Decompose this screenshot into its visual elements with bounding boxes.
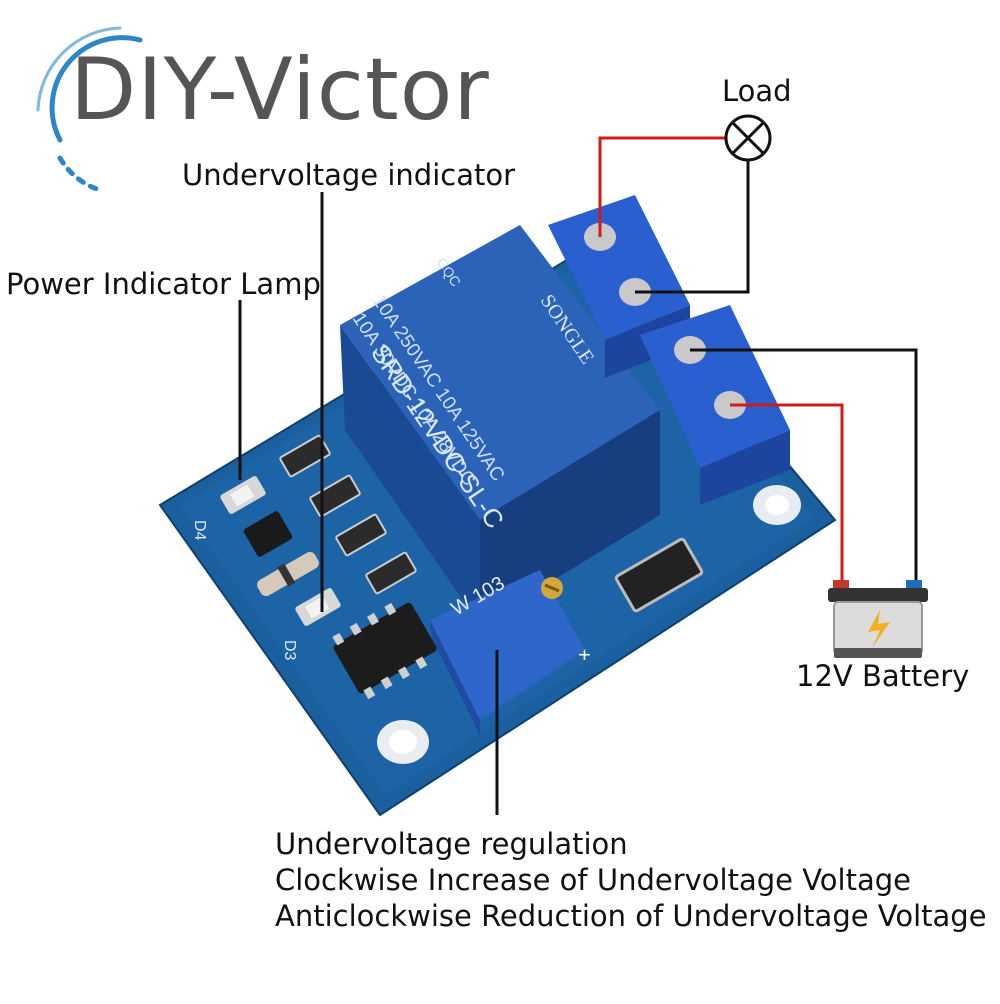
brand-logo-text: DIY-Victor [70, 40, 490, 140]
brand-logo-ring-icon [36, 26, 143, 193]
transistor [243, 511, 293, 557]
smd-diode [614, 537, 704, 613]
annotation-undervoltage-regulation: Undervoltage regulation Clockwise Increa… [275, 826, 987, 934]
silkscreen-d3: D3 [281, 640, 298, 661]
label-power-indicator: Power Indicator Lamp [6, 267, 321, 301]
power-led [220, 476, 266, 514]
terminal-block-battery [640, 305, 790, 505]
callout-lines [238, 192, 499, 815]
annotation-line-3: Anticlockwise Reduction of Undervoltage … [275, 899, 987, 933]
battery-icon [828, 580, 928, 658]
silkscreen-d4: D4 [191, 520, 208, 541]
annotation-line-1: Undervoltage regulation [275, 827, 628, 861]
wire-battery-negative [690, 348, 918, 585]
mounting-hole [753, 485, 801, 525]
label-battery: 12V Battery [796, 659, 970, 693]
wire-battery-positive [730, 403, 844, 585]
mounting-hole [377, 720, 429, 764]
label-load: Load [722, 74, 792, 108]
ic-chip [332, 602, 437, 700]
wire-load-negative [635, 160, 750, 294]
resistor [365, 551, 417, 595]
resistor [335, 513, 387, 557]
smd-components [220, 434, 704, 700]
diode [257, 551, 319, 597]
lightning-icon [868, 610, 890, 648]
annotation-line-2: Clockwise Increase of Undervoltage Volta… [275, 863, 911, 897]
wire-load-positive [598, 136, 726, 237]
battery-wires [690, 348, 918, 585]
label-undervoltage-indicator: Undervoltage indicator [182, 158, 516, 192]
potentiometer: W 103 [430, 570, 585, 735]
load-lamp-icon [724, 114, 772, 162]
resistor [279, 434, 331, 478]
load-wires [598, 136, 750, 294]
